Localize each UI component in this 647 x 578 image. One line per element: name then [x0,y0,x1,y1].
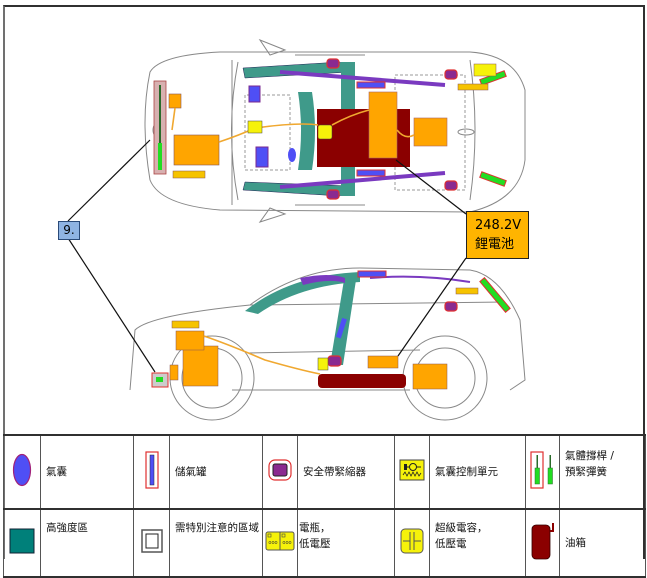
legend-label-fuel-tank: 油箱 [559,508,646,578]
airbag-icon [12,453,32,487]
legend-icon-cell [133,434,170,510]
special-attention-zone-icon [140,529,163,553]
legend-label-line: 電瓶， [299,522,331,534]
side-view-pretensioner [327,355,342,367]
legend-label-seatbelt-pretensioner: 安全帶緊縮器 [297,434,395,510]
legend-label-high-strength-zone: 高強度區 [40,508,134,578]
legend-icon-cell [3,508,41,578]
callout-leader-lines [67,139,467,373]
side-view-rear-strip [455,287,479,295]
page-frame [3,5,645,559]
legend-icon-cell [394,508,430,578]
legend-icon-cell [525,508,560,578]
legend-row: 氣囊 儲氣罐 安全帶緊縮器 氣囊控制單元 氣體撐桿 / 預緊彈簧 [3,434,646,510]
legend-icon-cell [525,434,560,510]
svg-text:ooo: ooo [268,540,277,546]
top-view-gas-cylinders [356,81,386,177]
top-view-gas-strut-body [158,143,162,170]
legend-label-line: 低電壓 [299,538,331,550]
side-view-airbag [336,317,347,339]
legend-label-line: 預緊彈簧 [565,466,607,478]
top-view-rear-gas-struts [479,70,507,187]
callout-item-number: 9. [58,221,80,240]
top-view-rear-battery [473,63,497,77]
top-view-gas-strut [159,85,161,170]
seatbelt-pretensioner-icon [268,459,292,481]
legend-label-airbag-control-unit: 氣囊控制單元 [429,434,526,510]
top-view-side-curtain-airbags [279,70,446,189]
side-view-12v-battery [171,320,200,329]
fuel-tank-icon [531,523,554,560]
top-view-12v-battery [172,170,206,179]
vehicle-rescue-diagram [67,38,526,421]
side-view-supercapacitor [317,357,329,371]
legend-label-battery-low-voltage: 電瓶， 低電壓 [297,508,395,578]
side-view-hv-module [175,330,205,351]
callout-battery-label: 248.2V 鋰電池 [466,211,529,259]
legend-label-gas-cylinder: 儲氣罐 [169,434,263,510]
top-view-airbag [255,146,269,168]
gas-cylinder-icon [144,451,159,489]
top-view-seatbelt-pretensioners [326,58,458,200]
top-view-hv-module [168,93,182,109]
top-view-airbag [248,85,261,103]
legend-label-airbag: 氣囊 [40,434,134,510]
side-view-gas-cylinder [357,270,387,278]
legend-label-supercapacitor: 超級電容， 低壓電 [429,508,526,578]
legend-icon-cell [133,508,170,578]
gas-strut-icon [529,451,553,489]
side-view-hv-battery [367,355,399,369]
svg-text:ooo: ooo [282,540,291,546]
legend-label-line: 氣體撐桿 / [565,450,614,462]
top-view-hv-battery [368,91,398,159]
top-view-supercapacitor [317,124,333,140]
legend-label-line: 超級電容， [435,522,488,534]
side-view-rear-gas-strut [479,277,511,313]
legend-label-special-attention-zone: 需特別注意的區域 [169,508,263,578]
side-view-hv-cable [203,335,321,375]
side-view-fuel-tank [318,374,406,388]
legend-table: 氣囊 儲氣罐 安全帶緊縮器 氣囊控制單元 氣體撐桿 / 預緊彈簧 高強度區 需特… [3,434,646,578]
top-view-airbag-control-unit [247,120,263,134]
side-view-rear-hv-module [412,363,448,390]
legend-icon-cell [262,434,298,510]
side-view-curtain-airbag [300,275,345,285]
top-view-airbag [288,148,296,162]
legend-icon-cell [394,434,430,510]
top-view-inverter [173,134,220,166]
battery-type: 鋰電池 [475,237,515,252]
legend-label-gas-strut: 氣體撐桿 / 預緊彈簧 [559,434,646,510]
legend-icon-cell [3,434,41,510]
airbag-control-unit-icon [399,459,425,481]
supercapacitor-icon [400,528,424,554]
high-strength-zone-icon [9,528,35,554]
side-view-gas-strut [156,377,163,382]
side-view-small-module [169,364,179,381]
side-view-pretensioner-rear [444,301,458,312]
legend-label-line: 低壓電 [435,538,467,550]
side-view-inverter [182,345,219,387]
top-view-hv-junction [413,117,448,147]
battery-voltage: 248.2V [475,218,522,233]
top-view-rear-battery-strip [457,83,489,91]
